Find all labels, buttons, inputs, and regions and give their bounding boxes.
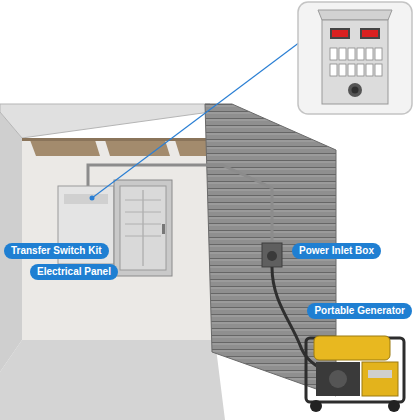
- part-label: Portable Generator: [307, 303, 412, 319]
- leader-dot: [90, 196, 95, 201]
- floor: [0, 340, 225, 420]
- ceiling-joists: [22, 138, 217, 156]
- electrical-panel: [114, 180, 172, 276]
- part-label: Electrical Panel: [30, 264, 118, 280]
- left-wall: [0, 112, 22, 372]
- part-label: Transfer Switch Kit: [4, 243, 109, 259]
- back-wall: [22, 138, 217, 340]
- zoom-inset: [298, 2, 412, 114]
- portable-generator: [306, 336, 404, 412]
- power-inlet-box: [262, 243, 282, 267]
- leader-line: [92, 42, 300, 198]
- part-label: Power Inlet Box: [292, 243, 381, 259]
